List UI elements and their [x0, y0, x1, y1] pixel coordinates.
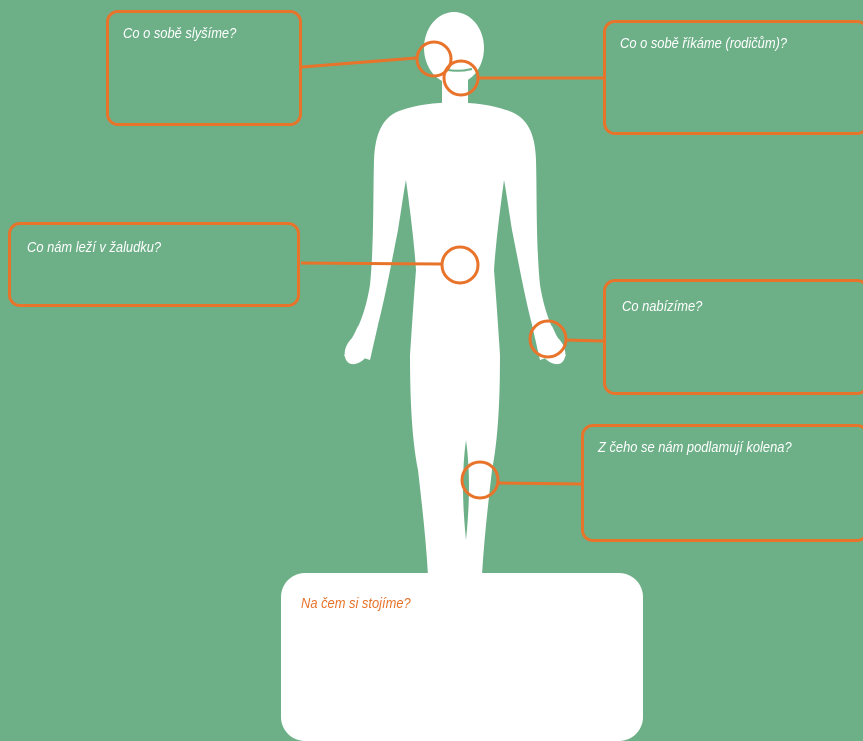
connector-hear: [302, 58, 416, 67]
question-box-stomach[interactable]: Co nám leží v žaludku?: [8, 222, 300, 307]
question-box-hear[interactable]: Co o sobě slyšíme?: [106, 10, 302, 126]
connector-stomach: [301, 263, 442, 264]
question-box-knees[interactable]: Z čeho se nám podlamují kolena?: [581, 424, 863, 542]
figure-body: [345, 103, 566, 576]
question-offer: Co nabízíme?: [622, 298, 702, 315]
question-stand: Na čem si stojíme?: [301, 595, 411, 612]
question-say: Co o sobě říkáme (rodičům)?: [620, 35, 787, 52]
question-knees: Z čeho se nám podlamují kolena?: [598, 439, 792, 456]
human-figure: [344, 12, 566, 575]
question-hear: Co o sobě slyšíme?: [123, 25, 236, 42]
question-box-say[interactable]: Co o sobě říkáme (rodičům)?: [603, 20, 863, 135]
question-box-offer[interactable]: Co nabízíme?: [603, 279, 863, 395]
connector-offer: [566, 340, 603, 341]
question-stomach: Co nám leží v žaludku?: [27, 239, 161, 256]
connector-knees: [498, 483, 581, 484]
question-box-stand[interactable]: Na čem si stojíme?: [281, 573, 643, 741]
